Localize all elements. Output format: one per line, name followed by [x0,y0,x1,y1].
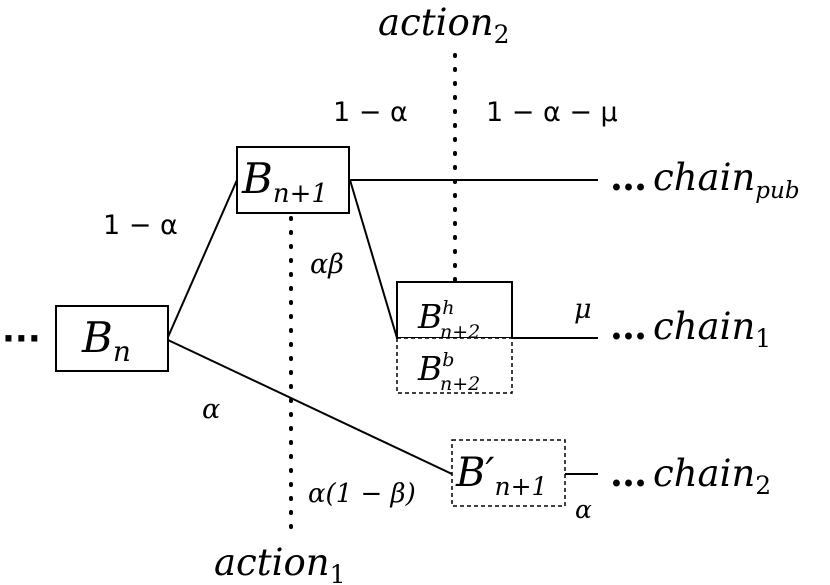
block-bb-box [396,337,513,394]
block-bprime-box [451,439,566,507]
block-bprime-label: B′n+1 [455,450,547,501]
block-bn1-label: Bn+1 [241,154,328,209]
prob-alpha-one-minus-beta-label: α(1 − β) [308,479,416,509]
prob-top-left-label: 1 − α [333,97,408,128]
block-bn-box [55,305,169,372]
prob-alpha-down-label: α [202,394,220,425]
prob-alpha-beta-label: αβ [310,249,344,280]
prob-bn-up-label: 1 − α [103,210,178,241]
edge-bn-to-bn1 [167,179,238,338]
block-bh-box [396,281,513,339]
action1-label: action1 [214,541,346,585]
prob-top-right-label: 1 − α − μ [486,97,618,128]
prob-alpha-bottom-label: α [575,495,592,524]
left-ellipsis: ··· [2,319,41,359]
edge-bn-to-bprime [167,339,453,475]
prob-mu-label: μ [574,294,592,325]
action2-label: action2 [378,1,510,49]
block-bn-label: Bn [81,313,131,368]
chain-two-label: …chain2 [610,451,771,500]
edge-bn1-to-bh [349,179,398,339]
chain-pub-label: …chainpub [610,155,800,204]
block-bn1-box [236,146,350,214]
chain-one-label: …chain1 [610,304,771,353]
